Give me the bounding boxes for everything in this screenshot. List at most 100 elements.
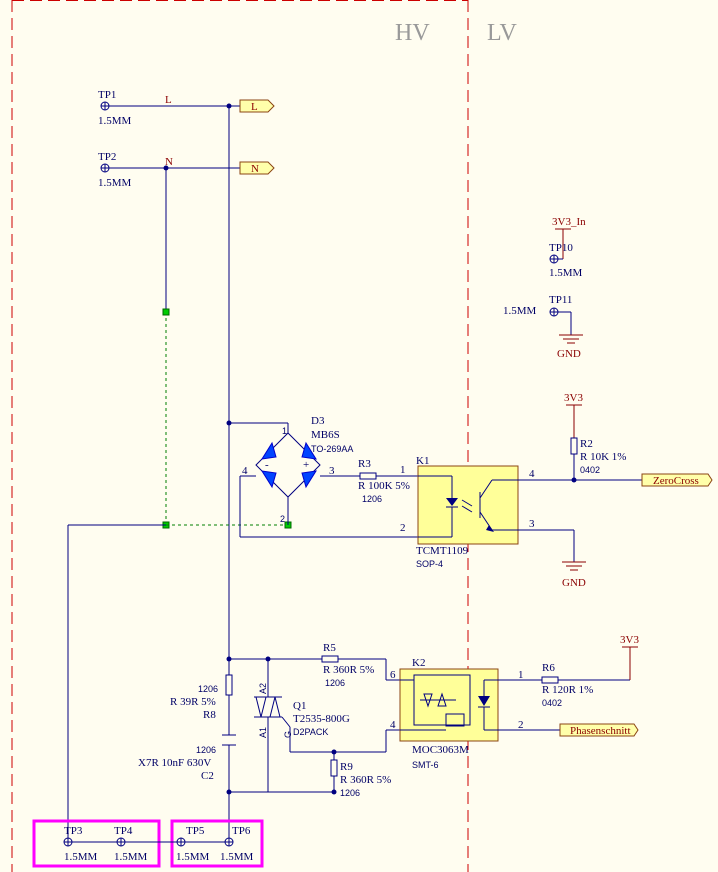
net-tie-marker [162, 308, 170, 316]
d3-plus: + [303, 459, 309, 471]
tp5-symbol[interactable] [176, 837, 186, 847]
k2-package: SMT-6 [412, 760, 439, 770]
net-label-n-text: N [165, 156, 173, 168]
tp3-ref: TP3 [64, 825, 83, 837]
tp10-value: 1.5MM [549, 267, 583, 279]
resistor-r3[interactable] [359, 472, 377, 480]
r5-package: 1206 [325, 678, 345, 688]
r8-value: R 39R 5% [170, 696, 216, 708]
tp11-value: 1.5MM [503, 305, 537, 317]
net-port-phasenschnitt[interactable] [559, 723, 639, 737]
r9-value: R 360R 5% [340, 774, 391, 786]
k2-value: MOC3063M [412, 744, 469, 756]
tp1-symbol[interactable] [100, 101, 110, 111]
d3-pin2: 2 [280, 514, 285, 524]
tp4-symbol[interactable] [116, 837, 126, 847]
q1-package: D2PACK [293, 727, 328, 737]
highlight-box-tp5-tp6 [170, 819, 264, 868]
power-3v3-b: 3V3 [620, 634, 639, 646]
c2-value: X7R 10nF 630V [138, 757, 211, 769]
optocoupler-k1[interactable] [417, 465, 519, 545]
r2-ref: R2 [580, 438, 593, 450]
r8-ref: R8 [203, 709, 216, 721]
tp5-value: 1.5MM [176, 851, 210, 863]
r3-value: R 100K 5% [358, 480, 410, 492]
net-port-l-label: L [251, 101, 258, 113]
q1-pin-a2: A2 [258, 683, 268, 694]
r5-value: R 360R 5% [323, 664, 374, 676]
net-port-phasenschnitt-label: Phasenschnitt [570, 725, 631, 737]
k1-value: TCMT1109 [416, 545, 469, 557]
r3-ref: R3 [358, 458, 371, 470]
k1-pin1: 1 [400, 464, 406, 476]
q1-value: T2535-800G [293, 713, 350, 725]
power-3v3-a: 3V3 [564, 392, 583, 404]
k2-pin2: 2 [518, 719, 524, 731]
tp6-symbol[interactable] [224, 837, 234, 847]
gnd-symbol-k1 [562, 561, 586, 571]
d3-minus: - [265, 459, 269, 471]
net-port-zerocross[interactable] [641, 473, 713, 487]
tp4-ref: TP4 [114, 825, 133, 837]
power-3v3-in: 3V3_In [552, 216, 586, 228]
tp6-ref: TP6 [232, 825, 251, 837]
net-label-l-text: L [165, 94, 172, 106]
tp1-ref: TP1 [98, 89, 116, 101]
r5-ref: R5 [323, 642, 336, 654]
power-gnd-2: GND [562, 577, 586, 589]
highlight-box-tp3-tp4 [32, 819, 161, 868]
net-port-n-label: N [251, 163, 259, 175]
net-port-zerocross-label: ZeroCross [653, 475, 699, 487]
k1-pin3: 3 [529, 518, 535, 530]
k2-pin1: 1 [518, 669, 524, 681]
tp3-symbol[interactable] [63, 837, 73, 847]
resistor-r9[interactable] [330, 759, 338, 777]
resistor-r6[interactable] [541, 676, 559, 684]
tp4-value: 1.5MM [114, 851, 148, 863]
r3-package: 1206 [362, 494, 382, 504]
d3-ref: D3 [311, 415, 325, 427]
net-port-l[interactable] [239, 99, 275, 113]
k1-package: SOP-4 [416, 559, 443, 569]
q1-ref: Q1 [293, 700, 306, 712]
tp2-symbol[interactable] [100, 163, 110, 173]
tp11-symbol[interactable] [549, 307, 559, 317]
tp1-value: 1.5MM [98, 115, 132, 127]
k1-ref: K1 [416, 455, 429, 467]
tp3-value: 1.5MM [64, 851, 98, 863]
tp6-value: 1.5MM [220, 851, 254, 863]
junction-dot [331, 789, 337, 795]
optotriac-k2[interactable] [399, 668, 499, 742]
k2-pin4: 4 [390, 719, 396, 731]
resistor-r8[interactable] [225, 674, 233, 696]
q1-pin-a1: A1 [258, 727, 268, 738]
net-port-n[interactable] [239, 161, 275, 175]
k1-internal-symbol [418, 475, 518, 538]
d3-pin3: 3 [329, 465, 335, 477]
resistor-r5[interactable] [321, 655, 339, 663]
r2-value: R 10K 1% [580, 451, 626, 463]
tp10-symbol[interactable] [549, 254, 559, 264]
d3-value: MB6S [311, 429, 340, 441]
k1-pin2: 2 [400, 522, 406, 534]
q1-pin-g: G [283, 731, 293, 738]
r9-ref: R9 [340, 761, 353, 773]
k1-pin4: 4 [529, 468, 535, 480]
gnd-symbol-tp11 [559, 334, 583, 344]
k2-internal-symbol [400, 674, 498, 731]
hv-zone-label: HV [395, 20, 430, 46]
tp2-value: 1.5MM [98, 177, 132, 189]
r6-value: R 120R 1% [542, 684, 593, 696]
power-gnd-1: GND [557, 348, 581, 360]
lv-zone-label: LV [487, 20, 517, 46]
r6-ref: R6 [542, 662, 555, 674]
k2-ref: K2 [412, 657, 425, 669]
r9-package: 1206 [340, 788, 360, 798]
d3-package: TO-269AA [311, 444, 353, 454]
r6-package: 0402 [542, 698, 562, 708]
d3-pin4: 4 [242, 465, 248, 477]
triac-q1[interactable] [254, 696, 291, 728]
resistor-r2[interactable] [570, 437, 578, 455]
tp10-ref: TP10 [549, 242, 573, 254]
